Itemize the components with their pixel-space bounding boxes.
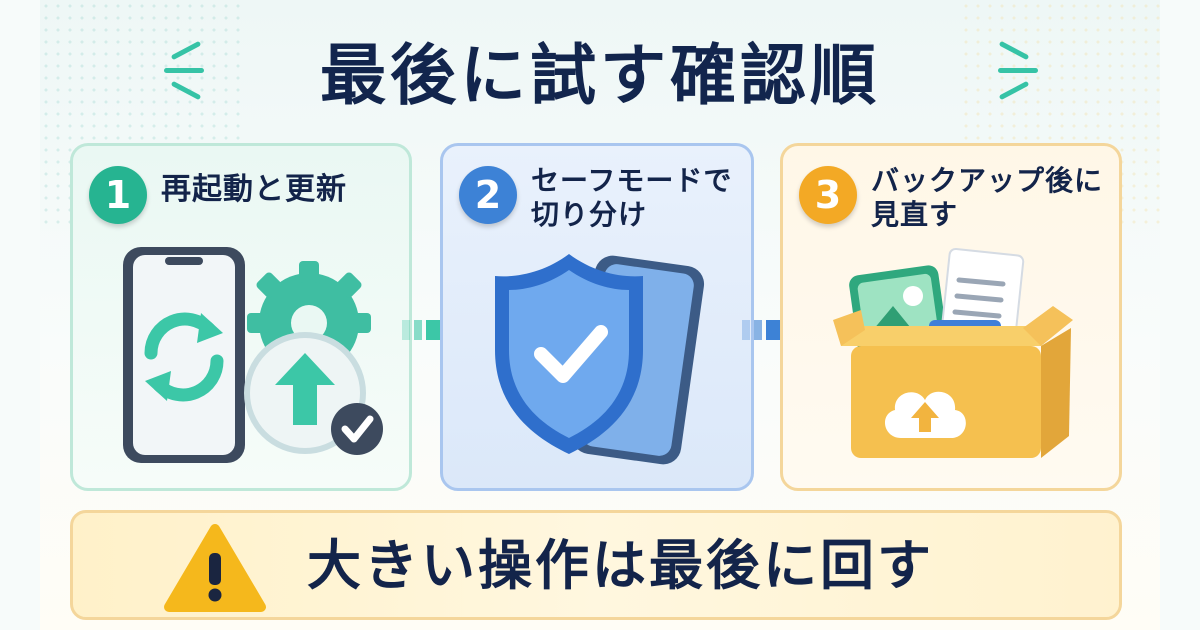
safe-mode-illustration xyxy=(495,254,705,465)
restart-update-illustration xyxy=(123,247,383,463)
shield-check-icon xyxy=(495,254,643,454)
step-title: バックアップ後に 見直す xyxy=(871,164,1104,231)
step-card-1: 1 再起動と更新 xyxy=(70,143,412,491)
warning-text: 大きい操作は最後に回す xyxy=(307,534,934,597)
cloud-upload-icon xyxy=(884,391,966,438)
upload-arrow-icon xyxy=(275,353,335,425)
warning-icon xyxy=(164,524,266,612)
page-title: 最後に試す確認順 xyxy=(320,37,880,114)
step-number-badge: 2 xyxy=(459,166,517,224)
step-card-3: 3 バックアップ後に 見直す xyxy=(780,143,1122,491)
step-number-badge: 1 xyxy=(89,166,147,224)
phone-icon xyxy=(123,247,245,463)
step-title: セーフモードで 切り分け xyxy=(531,164,733,231)
warning-banner: 大きい操作は最後に回す xyxy=(70,510,1122,620)
check-icon xyxy=(331,403,383,455)
backup-illustration xyxy=(833,247,1073,458)
step-number-badge: 3 xyxy=(799,166,857,224)
step-title: 再起動と更新 xyxy=(161,172,347,207)
step-card-2: 2 セーフモードで 切り分け xyxy=(440,143,754,491)
